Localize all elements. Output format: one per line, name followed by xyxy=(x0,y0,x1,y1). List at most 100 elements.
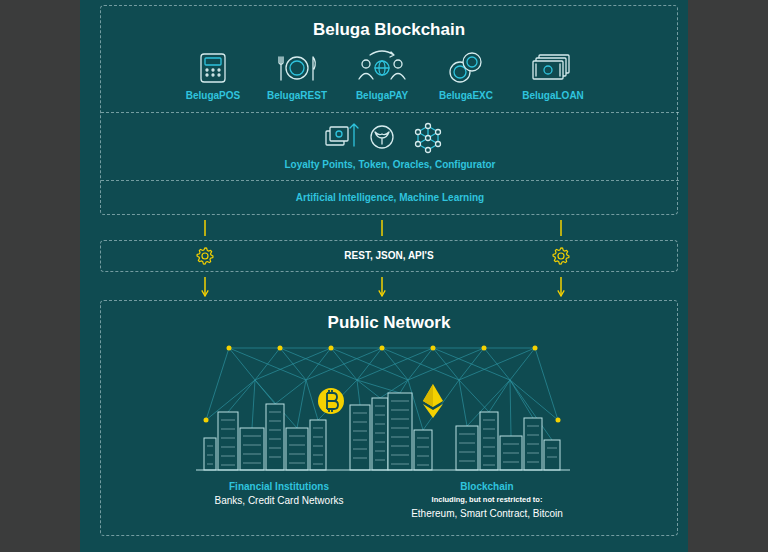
bitcoin-symbol xyxy=(327,390,338,412)
restaurant-icon xyxy=(290,61,304,75)
app-name: BelugaLOAN xyxy=(522,90,584,102)
city-skyline xyxy=(375,442,385,443)
city-skyline xyxy=(207,464,213,465)
network-mesh xyxy=(229,348,306,380)
city-skyline xyxy=(353,431,367,432)
gear-icon xyxy=(558,253,564,259)
restaurant-icon xyxy=(286,57,308,79)
city-skyline xyxy=(218,412,238,470)
city-skyline xyxy=(353,413,367,414)
city-skyline xyxy=(459,443,475,444)
city-skyline xyxy=(503,462,519,463)
pay-icon xyxy=(370,51,394,57)
network-mesh xyxy=(331,348,408,380)
city-skyline xyxy=(243,454,261,455)
restaurant-icon xyxy=(279,57,283,80)
network-mesh xyxy=(433,348,484,349)
app-name: BelugaREST xyxy=(267,90,327,102)
bitcoin-symbol xyxy=(318,388,344,414)
city-skyline xyxy=(524,418,542,470)
city-skyline xyxy=(375,415,385,416)
gear-icon xyxy=(202,253,208,259)
city-skyline xyxy=(266,404,284,470)
network-mesh xyxy=(459,348,535,380)
city-skyline xyxy=(391,464,409,465)
network-mesh xyxy=(510,348,535,380)
city-skyline xyxy=(269,439,281,440)
city-skyline xyxy=(289,445,305,446)
flow-connector xyxy=(560,220,562,236)
pay-icon xyxy=(359,51,405,79)
loan-icon xyxy=(536,64,560,76)
city-skyline xyxy=(243,445,261,446)
pos-icon xyxy=(212,74,214,76)
configurator-icon xyxy=(426,148,431,153)
network-mesh xyxy=(228,380,255,412)
city-skyline xyxy=(527,444,539,445)
network-mesh xyxy=(382,348,459,380)
exchange-icon xyxy=(454,66,466,78)
city-skyline xyxy=(527,462,539,463)
city-skyline xyxy=(483,429,495,430)
network-mesh xyxy=(331,348,382,349)
city-skyline xyxy=(503,453,519,454)
network-mesh xyxy=(357,348,433,380)
bitcoin-symbol xyxy=(318,388,344,414)
exchange-icon xyxy=(467,57,477,67)
network-mesh xyxy=(510,380,533,418)
box-title: Public Network xyxy=(101,312,677,334)
network-mesh xyxy=(306,348,382,380)
city-skyline xyxy=(286,428,308,470)
loyalty-icon xyxy=(350,124,358,146)
city-skyline xyxy=(391,455,409,456)
city-skyline xyxy=(417,465,429,466)
city-skyline xyxy=(483,465,495,466)
city-skyline xyxy=(353,458,367,459)
city-skyline xyxy=(388,393,412,470)
app-icon xyxy=(201,51,569,153)
app-name: BelugaPAY xyxy=(356,90,408,102)
city-skyline xyxy=(459,434,475,435)
pos-icon xyxy=(201,54,225,82)
city-skyline xyxy=(503,444,519,445)
city-skyline xyxy=(269,430,281,431)
city-skyline xyxy=(289,454,305,455)
city-skyline xyxy=(196,393,570,470)
loyalty-icon xyxy=(326,124,358,146)
network-mesh xyxy=(255,348,331,380)
network-node xyxy=(329,346,334,351)
pos-icon xyxy=(206,69,208,71)
token-icon xyxy=(375,132,389,144)
network-mesh xyxy=(229,348,255,380)
restaurant-icon xyxy=(279,57,315,80)
system-box: Beluga BlockchainLoyalty Points, Token, … xyxy=(100,5,678,215)
city-skyline xyxy=(313,455,323,456)
city-skyline xyxy=(221,465,235,466)
city-skyline xyxy=(500,436,522,470)
pay-icon xyxy=(391,74,405,80)
city-skyline xyxy=(391,410,409,411)
configurator-icon xyxy=(416,130,421,135)
city-skyline xyxy=(310,420,326,470)
city-skyline xyxy=(240,428,264,470)
city-skyline xyxy=(353,422,367,423)
loan-icon xyxy=(533,61,563,79)
city-skyline xyxy=(417,447,429,448)
network-mesh xyxy=(275,380,306,404)
network-mesh xyxy=(408,348,484,380)
city-skyline xyxy=(313,446,323,447)
city-skyline xyxy=(459,461,475,462)
band-text: Artificial Intelligence, Machine Learnin… xyxy=(101,191,679,204)
ai-band: Artificial Intelligence, Machine Learnin… xyxy=(101,180,679,214)
api-band: REST, JSON, API'S xyxy=(100,240,678,272)
city-skyline xyxy=(204,438,216,470)
network-mesh xyxy=(357,380,360,405)
city-skyline xyxy=(414,430,432,470)
flow-connector xyxy=(381,220,383,236)
network-mesh xyxy=(306,380,318,420)
loan-icon xyxy=(544,66,552,74)
city-skyline xyxy=(527,426,539,427)
network-node xyxy=(556,418,561,423)
network-mesh xyxy=(206,348,229,420)
